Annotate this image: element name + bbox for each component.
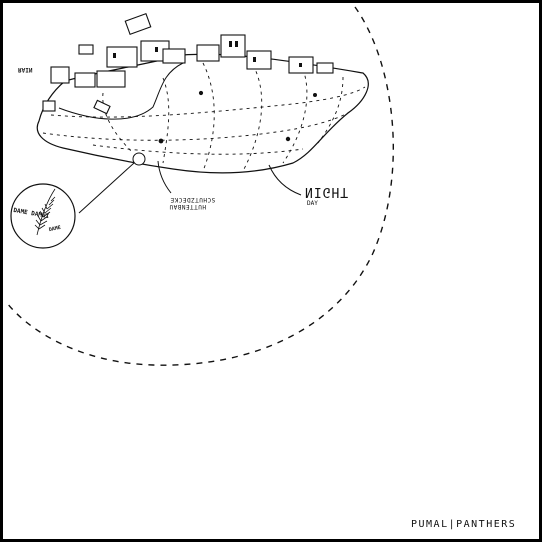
- label-huettenbau: HÜTTENBAU: [169, 203, 207, 210]
- dashed-orbit: [6, 6, 394, 366]
- label-schutzdecke: SCHUTZDECKE: [170, 196, 216, 203]
- schutz-leader: [157, 160, 172, 194]
- feather-icon: [34, 188, 56, 236]
- label-night: NIGHT: [305, 184, 350, 199]
- inset-leader: [78, 162, 135, 214]
- drawing-svg: [6, 6, 394, 366]
- inset-origin: [132, 152, 146, 166]
- village-houses: [42, 12, 334, 115]
- night-leader: [268, 164, 302, 196]
- label-day: DAY: [307, 200, 318, 207]
- label-rain: RAIN: [18, 66, 33, 73]
- credit-text: PUMAL|PANTHERS: [411, 519, 517, 530]
- feather-inset: [10, 183, 76, 249]
